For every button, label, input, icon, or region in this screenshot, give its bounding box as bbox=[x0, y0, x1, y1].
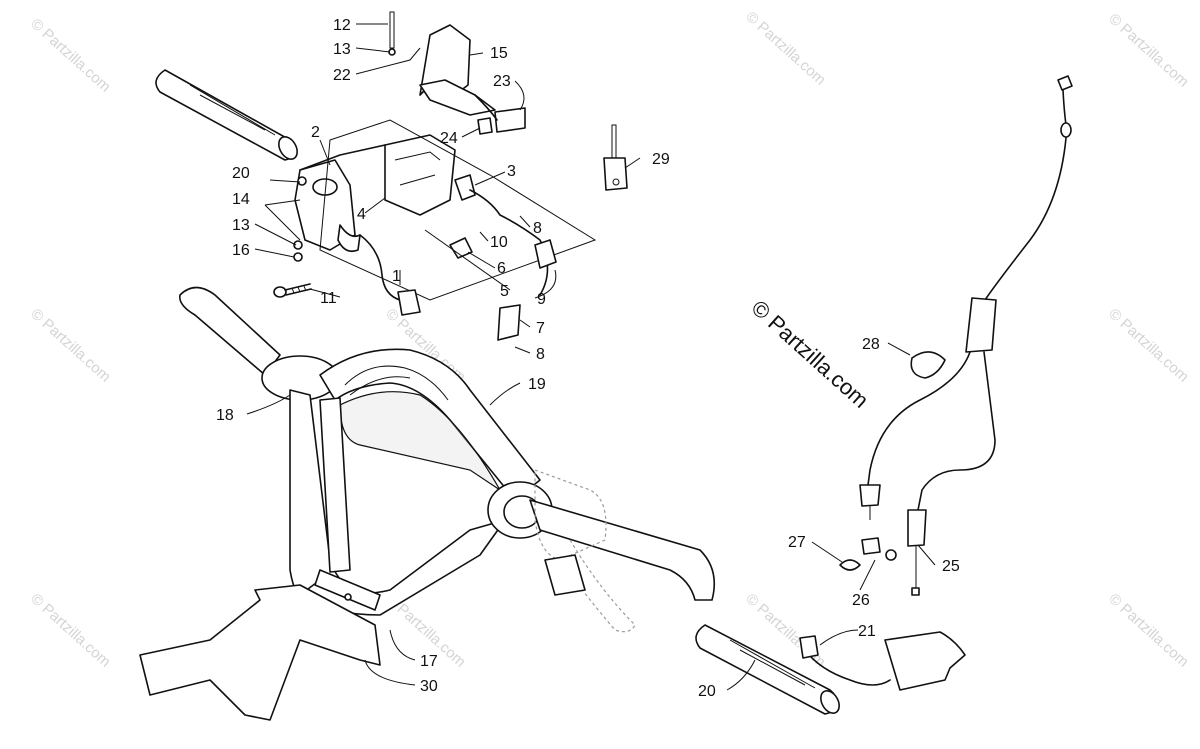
clip-28 bbox=[910, 351, 946, 379]
watermark: © Partzilla.com bbox=[1105, 10, 1191, 90]
part-29 bbox=[603, 124, 628, 191]
grip-upper bbox=[155, 69, 298, 161]
part-6 bbox=[449, 237, 473, 259]
washer-16 bbox=[293, 252, 303, 262]
callout-2: 2 bbox=[311, 124, 320, 141]
handlebar bbox=[178, 286, 541, 616]
watermark: © Partzilla.com bbox=[27, 305, 113, 385]
heater-element-21 bbox=[799, 631, 966, 691]
switch-wire-right bbox=[469, 189, 549, 296]
callout-23: 23 bbox=[493, 73, 511, 90]
callout-22: 22 bbox=[333, 67, 351, 84]
leader-lines bbox=[246, 23, 936, 691]
screw-14 bbox=[297, 176, 307, 186]
watermark: © Partzilla.com bbox=[1105, 590, 1191, 670]
callout-13: 13 bbox=[333, 41, 351, 58]
clip-27 bbox=[839, 559, 861, 571]
callout-12: 12 bbox=[333, 17, 351, 34]
callout-21: 21 bbox=[858, 623, 876, 640]
part-26 bbox=[861, 537, 881, 555]
callout-1: 1 bbox=[392, 268, 401, 285]
watermark: © Partzilla.com bbox=[27, 590, 113, 670]
callout-5: 5 bbox=[500, 283, 509, 300]
callout-6: 6 bbox=[497, 260, 506, 277]
callout-25: 25 bbox=[942, 558, 960, 575]
callout-15: 15 bbox=[490, 45, 508, 62]
callout-8: 8 bbox=[533, 220, 542, 237]
callout-26: 26 bbox=[852, 592, 870, 609]
throttle-cable bbox=[859, 75, 1073, 596]
callout-30: 30 bbox=[420, 678, 438, 695]
callout-17: 17 bbox=[420, 653, 438, 670]
callout-7: 7 bbox=[536, 320, 545, 337]
connector-9 bbox=[534, 239, 557, 269]
switch-housing-assembly bbox=[294, 119, 597, 301]
bracket-7 bbox=[497, 304, 521, 341]
callout-24: 24 bbox=[440, 130, 458, 147]
grip-lower bbox=[695, 624, 840, 715]
brake-bracket-assembly bbox=[388, 11, 526, 135]
callout-20: 20 bbox=[698, 683, 716, 700]
switch-wire bbox=[359, 234, 401, 301]
callout-27: 27 bbox=[788, 534, 806, 551]
callout-16: 16 bbox=[232, 242, 250, 259]
callout-18: 18 bbox=[216, 407, 234, 424]
callout-29: 29 bbox=[652, 151, 670, 168]
callout-9: 9 bbox=[537, 291, 546, 308]
callout-labels: 12 13 22 15 23 24 2 20 14 13 16 4 1 11 3… bbox=[216, 17, 960, 700]
callout-14: 14 bbox=[232, 191, 250, 208]
brake-lever-assembly bbox=[487, 469, 716, 633]
callout-8: 8 bbox=[536, 346, 545, 363]
callout-20: 20 bbox=[232, 165, 250, 182]
handlebar-pad-30 bbox=[139, 584, 381, 721]
connector-1 bbox=[397, 289, 421, 316]
o-ring-26 bbox=[885, 549, 897, 561]
washer-13 bbox=[293, 240, 303, 250]
callout-13: 13 bbox=[232, 217, 250, 234]
callout-4: 4 bbox=[357, 206, 366, 223]
callout-28: 28 bbox=[862, 336, 880, 353]
screw-11 bbox=[273, 283, 312, 298]
callout-19: 19 bbox=[528, 376, 546, 393]
callout-11: 11 bbox=[320, 290, 337, 307]
callout-3: 3 bbox=[507, 163, 516, 180]
watermark: © Partzilla.com bbox=[742, 8, 828, 88]
watermark: © Partzilla.com bbox=[27, 15, 113, 95]
callout-10: 10 bbox=[490, 234, 508, 251]
watermark-main: © Partzilla.com bbox=[747, 295, 874, 413]
watermark: © Partzilla.com bbox=[1105, 305, 1191, 385]
